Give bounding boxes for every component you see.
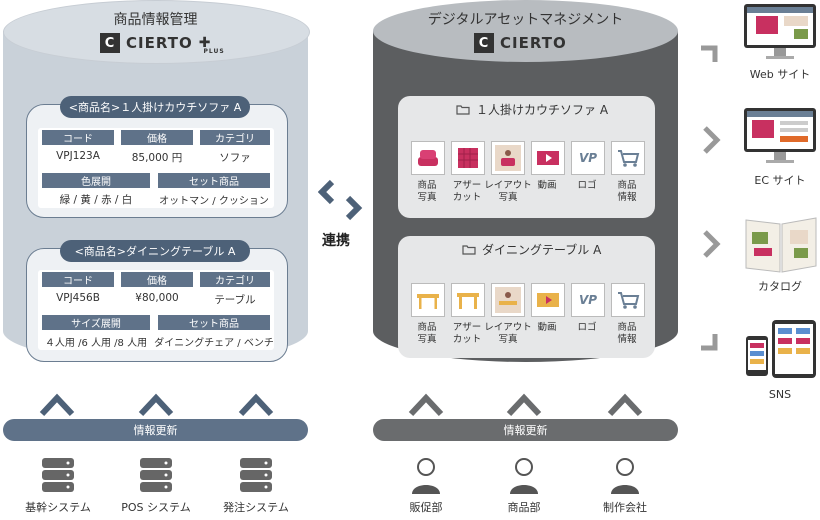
logo-thumbnail: VP: [571, 141, 605, 175]
field-value: ４人用 /6 人用 /8 人用: [44, 338, 148, 349]
field-label: コード: [42, 130, 114, 145]
up-arrow-icon: [39, 393, 75, 417]
destination-label: Web サイト: [749, 68, 811, 81]
field-label: 色展開: [42, 173, 150, 188]
source-label: 基幹システム: [25, 501, 91, 514]
folder-name: ダイニングテーブル A: [482, 243, 602, 257]
asset-label: ロゴ: [577, 322, 597, 333]
left-database-title: 商品情報管理: [113, 12, 198, 28]
field-value: VPJ456B: [56, 292, 100, 304]
product-name-1: <商品名>１人掛けカウチソファ A: [60, 96, 250, 118]
logo-thumbnail: VP: [571, 283, 605, 317]
person-icon: [611, 458, 639, 494]
person-icon: [412, 458, 440, 494]
right-up-arrows: [408, 393, 643, 417]
field-value: ¥80,000: [135, 292, 179, 304]
field-value: テーブル: [214, 294, 256, 306]
product-photo-thumbnail: [411, 283, 445, 317]
asset-label: 商品情報: [617, 180, 637, 203]
sync-arrows-icon: [318, 179, 363, 221]
up-arrow-icon: [238, 393, 274, 417]
destination-label: カタログ: [758, 280, 802, 293]
person-icon: [510, 458, 538, 494]
link-label: 連携: [322, 233, 350, 249]
arrow-down-right-icon: [701, 334, 718, 351]
asset-label: 商品写真: [417, 180, 437, 203]
video-thumbnail: [531, 283, 565, 317]
left-update-bar: 情報更新: [3, 419, 308, 441]
field-label: カテゴリ: [200, 130, 270, 145]
destination-label: SNS: [768, 388, 792, 401]
asset-label: 商品情報: [617, 322, 637, 345]
arrow-right-icon: [703, 126, 721, 154]
field-label: カテゴリ: [200, 272, 270, 287]
field-value: 緑 / 黄 / 赤 / 白: [59, 194, 133, 206]
source-label: 発注システム: [223, 501, 289, 514]
asset-label: アザーカット: [452, 180, 482, 203]
field-label: サイズ展開: [42, 315, 150, 330]
field-value: 85,000 円: [131, 152, 183, 164]
layout-photo-thumbnail: [491, 141, 525, 175]
server-icon: [240, 458, 272, 492]
plus-icon: ✚: [198, 35, 212, 51]
left-up-arrows: [39, 393, 274, 417]
left-database-top: [3, 0, 310, 64]
folder-icon: [456, 105, 470, 115]
field-value: ソファ: [219, 152, 251, 164]
catalog-icon: [745, 217, 817, 273]
field-value: ダイニングチェア / ベンチ: [154, 338, 274, 349]
asset-label: レイアウト写真: [484, 322, 532, 345]
user-label: 販促部: [409, 501, 443, 514]
field-label: 価格: [121, 272, 193, 287]
field-value: VPJ123A: [56, 150, 100, 162]
asset-label: レイアウト写真: [484, 180, 532, 203]
cierto-plus-logo: C CIERTO ✚ PLUS: [100, 33, 239, 55]
arrow-right-icon: [703, 230, 721, 258]
sns-devices-icon: [746, 320, 816, 378]
up-arrow-icon: [607, 393, 643, 417]
folder-name: １人掛けカウチソファ A: [476, 103, 609, 117]
product-info-thumbnail: [611, 141, 645, 175]
up-arrow-icon: [408, 393, 444, 417]
cierto-logo-mark-icon: C: [100, 33, 120, 53]
alternate-cut-thumbnail: [451, 141, 485, 175]
asset-label: 動画: [537, 322, 557, 333]
user-label: 制作会社: [603, 501, 647, 514]
product-photo-thumbnail: [411, 141, 445, 175]
alternate-cut-thumbnail: [451, 283, 485, 317]
asset-label: 動画: [537, 180, 557, 191]
asset-label: 商品写真: [417, 322, 437, 345]
field-label: 価格: [121, 130, 193, 145]
field-label: セット商品: [158, 173, 270, 188]
server-icon: [42, 458, 74, 492]
ec-site-monitor-icon: [744, 108, 816, 163]
cierto-logo: C CIERTO: [474, 33, 567, 53]
video-thumbnail: [531, 141, 565, 175]
user-label: 商品部: [507, 501, 541, 514]
product-info-thumbnail: [611, 283, 645, 317]
asset-label: アザーカット: [452, 322, 482, 345]
up-arrow-icon: [506, 393, 542, 417]
field-value: オットマン / クッション: [159, 196, 269, 207]
right-database-title: デジタルアセットマネジメント: [427, 12, 624, 28]
output-arrows: [701, 45, 721, 351]
arrow-up-right-icon: [701, 45, 718, 62]
up-arrow-icon: [138, 393, 174, 417]
product-name-2: <商品名>ダイニングテーブル A: [60, 240, 250, 262]
asset-label: ロゴ: [577, 180, 597, 191]
field-label: コード: [42, 272, 114, 287]
web-site-monitor-icon: [744, 4, 816, 59]
right-database-top: [373, 0, 678, 62]
destination-label: EC サイト: [754, 174, 806, 187]
server-icon: [140, 458, 172, 492]
folder-icon: [462, 245, 476, 255]
source-label: POS システム: [121, 501, 191, 514]
field-label: セット商品: [158, 315, 270, 330]
cierto-logo-mark-icon: C: [474, 33, 494, 53]
layout-photo-thumbnail: [491, 283, 525, 317]
right-update-bar: 情報更新: [373, 419, 678, 441]
